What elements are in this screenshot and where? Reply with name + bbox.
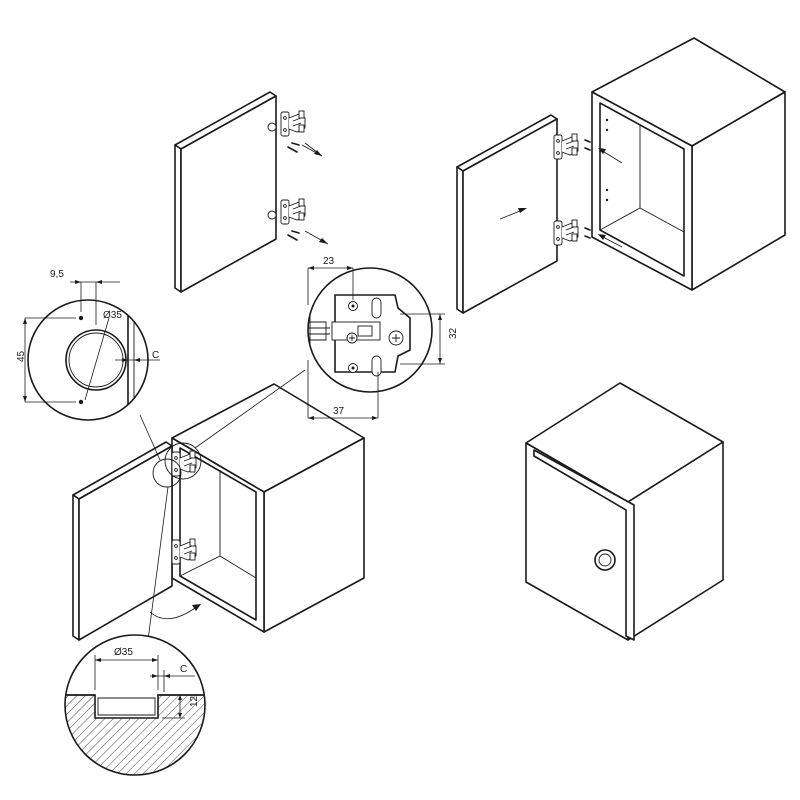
label-plate-37: 37 [333,406,345,417]
mounting-plate-detail: 23 37 32 [307,256,459,420]
hinge-cup-upper [267,122,277,132]
label-diameter-top: Ø35 [103,310,122,321]
screws-upper [287,142,323,157]
open-cabinet-opening [179,447,257,621]
detail-callout-circle-small [152,458,182,488]
door-side-edge [174,144,182,293]
right-door-side-edge [456,166,464,314]
label-diameter-bottom: Ø35 [114,647,133,658]
label-c-bottom: C [180,664,187,675]
open-cabinet-assembly [72,383,365,641]
hinge-lower [280,198,306,225]
screw-hole-lower [78,399,84,405]
right-door-front-face [462,118,558,314]
screws-lower [287,230,329,245]
top-right-cabinet-assembly [456,37,786,314]
right-hinge-lower [553,219,579,246]
door-swing-arrow [149,605,199,620]
label-c-top: C [152,350,159,361]
label-plate-23: 23 [323,256,335,267]
cup-depth-section-detail: Ø35 C 12 [64,634,206,776]
cabinet-opening [599,102,685,277]
open-door-face [78,445,173,641]
top-left-door-assembly [174,91,329,293]
cup-recess [97,697,156,716]
drilling-pattern-detail: 9,5 45 Ø35 C [16,269,160,421]
detail-callout-circle-plate [164,442,202,480]
label-depth-12: 12 [189,695,200,707]
door-front-face [180,95,277,293]
open-door-side-edge [72,494,80,641]
right-hinge-upper [553,133,579,160]
hinge-arm [308,321,327,341]
hinge-cup-lower [267,210,277,220]
door-knob-inner [598,553,612,567]
closed-cabinet-assembly [525,382,724,641]
screw-hole-upper [78,315,84,321]
label-offset-9-5: 9,5 [50,269,64,280]
closed-door-edge [533,449,635,641]
hinge-upper [280,110,306,137]
label-spacing-45: 45 [16,350,27,362]
label-plate-32: 32 [448,327,459,339]
